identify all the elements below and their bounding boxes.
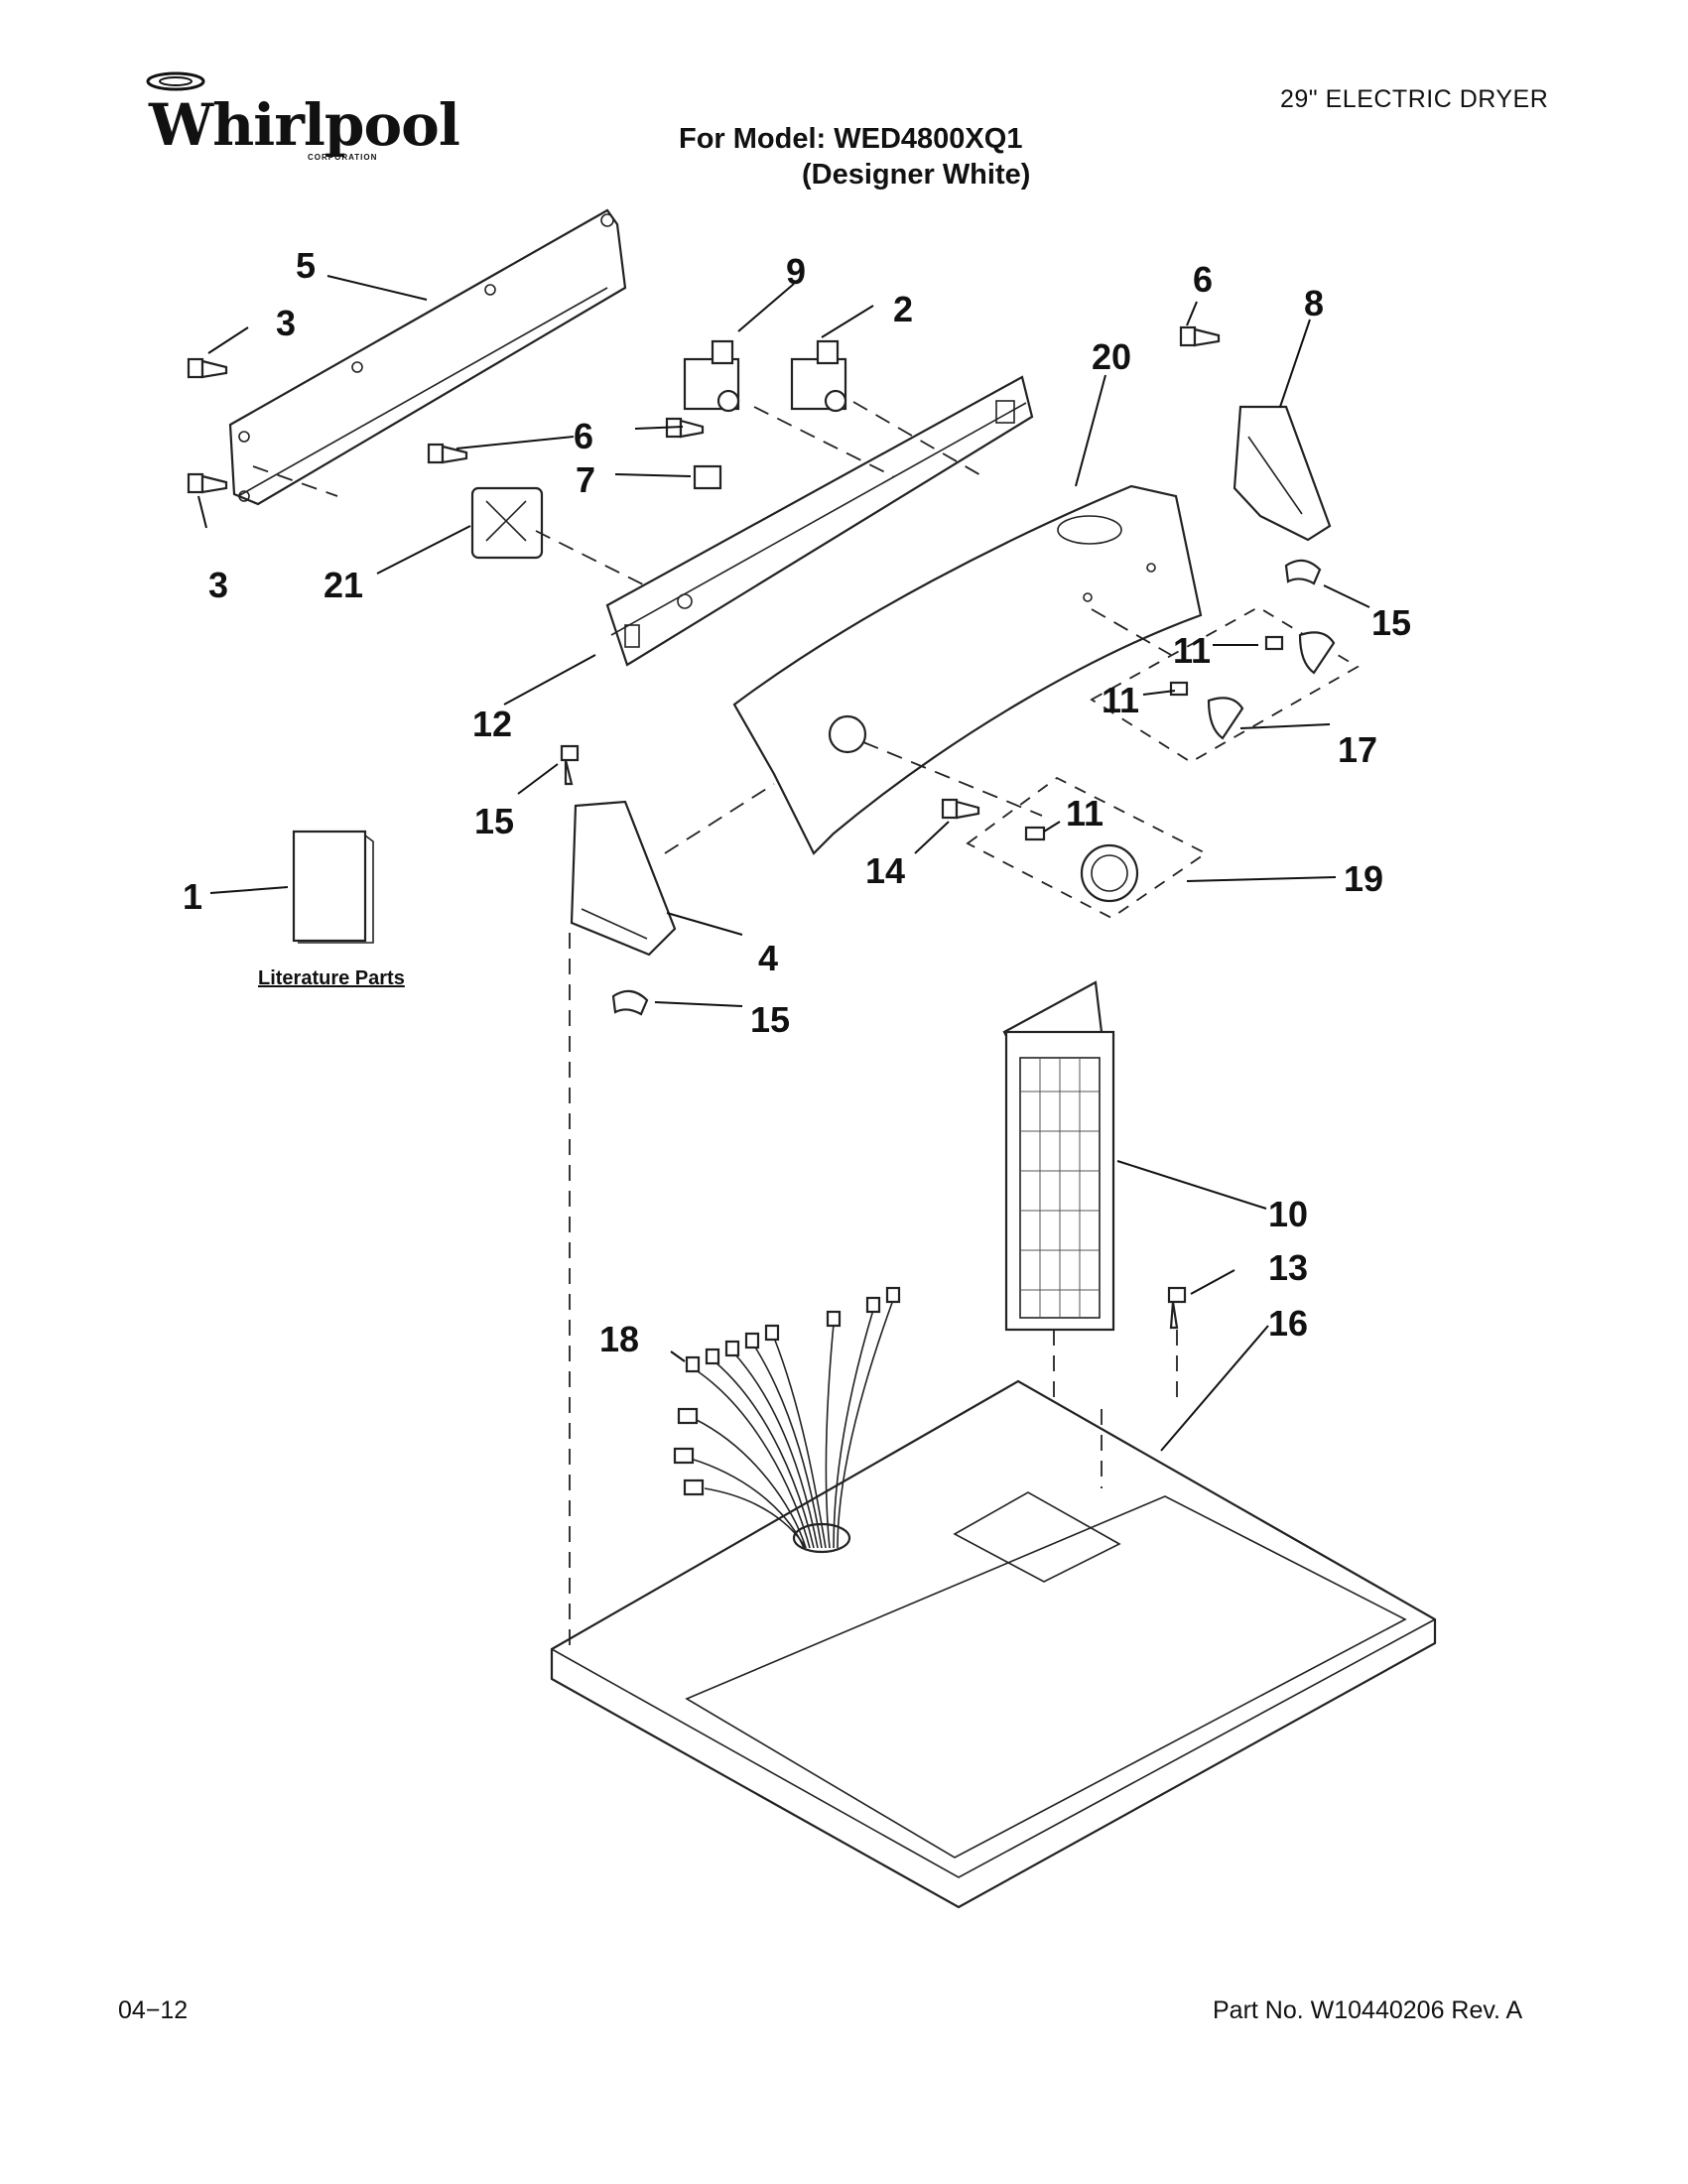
callout-14: 14 [865,850,905,891]
callout-1: 1 [183,876,202,917]
lint-screen-mesh [1020,1058,1100,1318]
callout-9: 9 [786,251,806,292]
callout-19: 19 [1344,858,1383,899]
callout-6: 6 [1193,259,1213,300]
clip-part [611,989,649,1016]
screw-part [1179,325,1221,347]
literature-parts-label: Literature Parts [258,967,405,989]
callout-11: 11 [1066,793,1104,834]
model-variant: (Designer White) [802,159,1031,191]
callout-8: 8 [1304,283,1324,323]
timer-part [470,486,544,560]
brand-subtitle: CORPORATION [308,153,378,162]
screw-part [560,744,580,786]
knob-group-box [1090,605,1360,764]
screw-part [941,798,980,820]
callout-11: 11 [1102,680,1139,720]
part-number: Part No. W10440206 Rev. A [1213,1996,1523,2024]
wire-harness-part [690,1299,894,1549]
screw-part [187,357,228,379]
clip-part [693,464,722,490]
clip-part [1284,559,1322,585]
callout-4: 4 [758,938,778,978]
literature-booklet [292,830,367,943]
screw-part [187,472,228,494]
callout-18: 18 [599,1319,639,1359]
side-trim-part [570,800,677,957]
switch-part [790,339,847,413]
wire-connectors [673,1286,901,1496]
callout-3: 3 [276,303,296,343]
product-type: 29" ELECTRIC DRYER [1280,85,1549,113]
callout-15: 15 [1371,602,1411,643]
callout-11: 11 [1173,630,1211,671]
screw-part [1167,1286,1187,1330]
callout-6: 6 [574,416,593,456]
control-bracket-part [605,375,1034,667]
revision-date: 04−12 [118,1996,189,2024]
switch-part [683,339,740,413]
whirlpool-logo [134,67,392,172]
callout-17: 17 [1338,729,1377,770]
console-part [732,484,1203,855]
knob-group-box [966,776,1208,920]
callout-2: 2 [893,289,913,329]
callout-7: 7 [576,459,595,500]
callout-12: 12 [472,704,512,744]
callout-15: 15 [474,801,514,841]
screw-part [427,443,468,464]
callout-20: 20 [1092,336,1131,377]
lint-screen-part [1002,980,1115,1332]
callout-13: 13 [1268,1247,1308,1288]
callout-3: 3 [208,565,228,605]
knob-part [1169,631,1336,740]
model-number: For Model: WED4800XQ1 [679,123,1023,155]
leader-lines [197,275,1370,1452]
brand-name: Whirlpool [149,91,460,159]
knob-part [1024,826,1139,903]
callout-16: 16 [1268,1303,1308,1344]
callout-5: 5 [296,245,316,286]
callout-15: 15 [750,999,790,1040]
callout-21: 21 [324,565,363,605]
top-panel-part [550,1379,1437,1909]
rear-panel-part [228,208,627,506]
end-cap-part [1233,405,1332,542]
callout-10: 10 [1268,1194,1308,1234]
